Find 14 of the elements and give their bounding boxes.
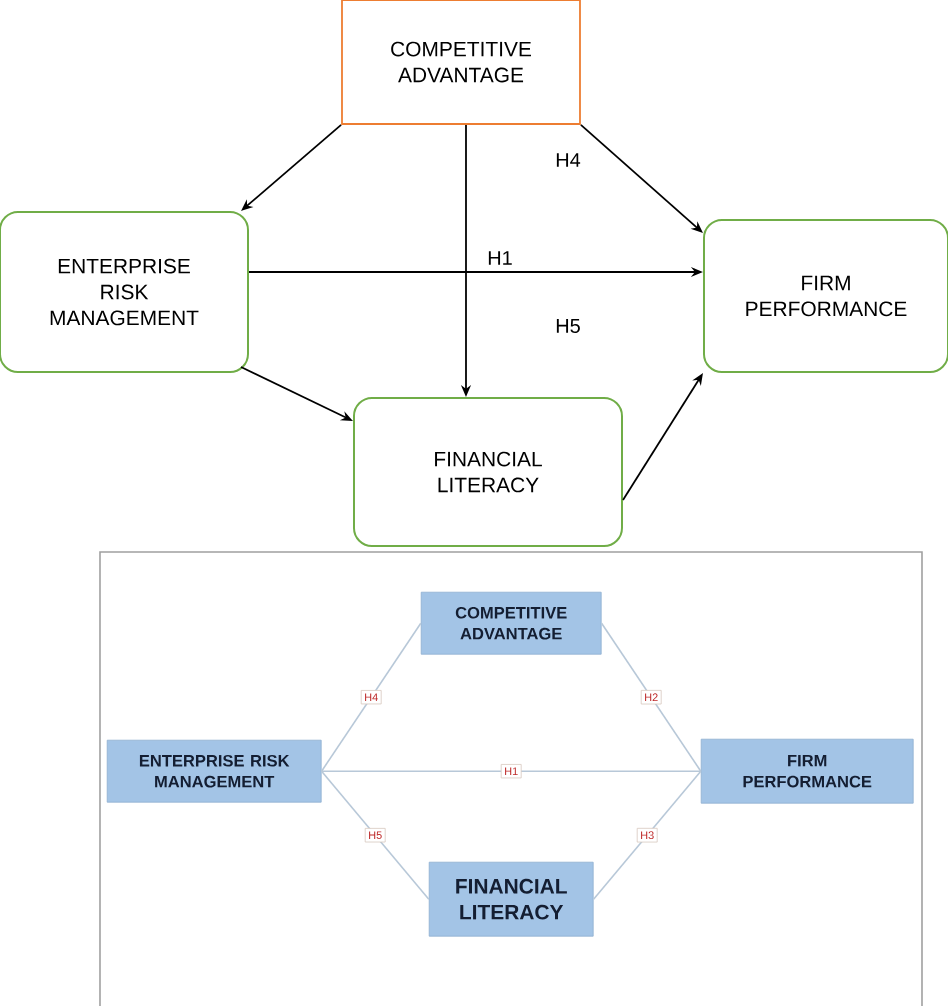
arrow bbox=[241, 124, 342, 211]
concept-box: COMPETITIVE ADVANTAGE bbox=[420, 591, 602, 655]
hypothesis-label: H5 bbox=[556, 319, 580, 333]
concept-box: FIRM PERFORMANCE bbox=[700, 738, 914, 804]
concept-box: ENTERPRISE RISK MANAGEMENT bbox=[106, 739, 322, 803]
concept-box: FIRM PERFORMANCE bbox=[703, 219, 948, 373]
inset-frame bbox=[99, 551, 923, 1006]
hypothesis-label: H1 bbox=[488, 251, 512, 265]
concept-box: COMPETITIVE ADVANTAGE bbox=[341, 0, 581, 125]
concept-box: ENTERPRISE RISK MANAGEMENT bbox=[0, 211, 249, 373]
arrow bbox=[580, 124, 703, 233]
concept-box: FINANCIAL LITERACY bbox=[353, 397, 623, 547]
hypothesis-label: H4 bbox=[556, 153, 581, 167]
concept-box: FINANCIAL LITERACY bbox=[428, 861, 594, 937]
